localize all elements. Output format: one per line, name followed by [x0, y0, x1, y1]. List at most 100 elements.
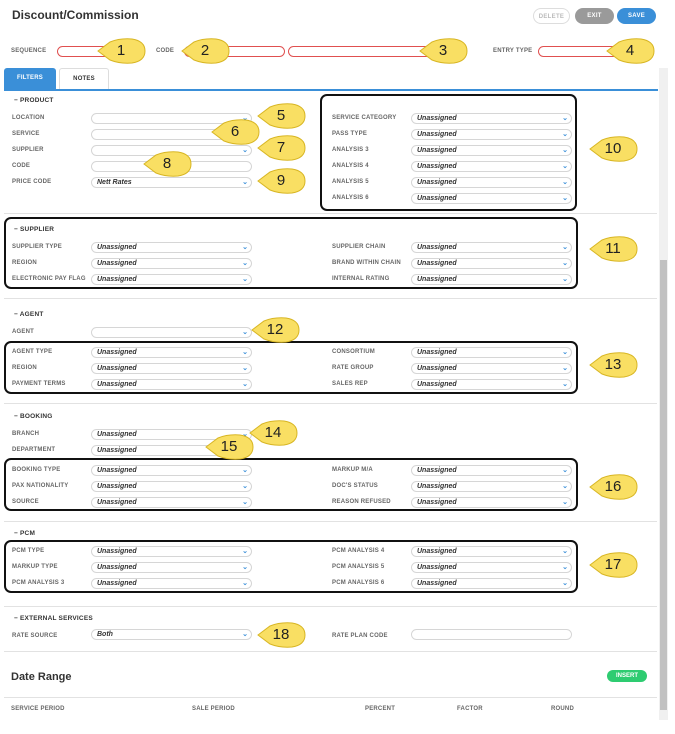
callout-marker-6: 6 — [210, 119, 260, 145]
markup-type-select[interactable]: Unassigned⌄ — [91, 562, 252, 573]
callout-marker-2: 2 — [180, 38, 230, 64]
service-category-select[interactable]: Unassigned⌄ — [411, 113, 572, 124]
payment-terms-select[interactable]: Unassigned⌄ — [91, 379, 252, 390]
agent-region-select[interactable]: Unassigned⌄ — [91, 363, 252, 374]
sale-period-header: SALE PERIOD — [192, 706, 235, 712]
analysis-6-select[interactable]: Unassigned⌄ — [411, 193, 572, 204]
reason-refused-select[interactable]: Unassigned⌄ — [411, 497, 572, 508]
chevron-down-icon: ⌄ — [562, 195, 568, 202]
tab-underline — [4, 89, 658, 91]
rate-group-select[interactable]: Unassigned⌄ — [411, 363, 572, 374]
delete-button[interactable]: DELETE — [533, 8, 570, 24]
chevron-down-icon: ⌄ — [562, 163, 568, 170]
insert-button[interactable]: INSERT — [607, 670, 647, 682]
rate-source-label: RATE SOURCE — [12, 633, 58, 639]
chevron-down-icon: ⌄ — [562, 548, 568, 555]
chevron-down-icon: ⌄ — [562, 564, 568, 571]
department-label: DEPARTMENT — [12, 447, 56, 453]
callout-box-13 — [4, 341, 578, 394]
chevron-down-icon: ⌄ — [242, 431, 248, 438]
markup-ma-select[interactable]: Unassigned⌄ — [411, 465, 572, 476]
chevron-down-icon: ⌄ — [562, 499, 568, 506]
chevron-down-icon: ⌄ — [242, 349, 248, 356]
tab-filters[interactable]: FILTERS — [4, 68, 56, 89]
service-category-label: SERVICE CATEGORY — [332, 115, 397, 121]
internal-rating-label: INTERNAL RATING — [332, 276, 390, 282]
pcm-analysis-4-select[interactable]: Unassigned⌄ — [411, 546, 572, 557]
date-range-title: Date Range — [11, 671, 72, 683]
consortium-select[interactable]: Unassigned⌄ — [411, 347, 572, 358]
price-code-select[interactable]: Nett Rates⌄ — [91, 177, 252, 188]
agent-type-select[interactable]: Unassigned⌄ — [91, 347, 252, 358]
pcm-analysis-6-select[interactable]: Unassigned⌄ — [411, 578, 572, 589]
scrollbar-thumb[interactable] — [660, 260, 667, 710]
callout-marker-17: 17 — [588, 552, 638, 578]
product-code-label: CODE — [12, 163, 31, 169]
chevron-down-icon: ⌄ — [562, 260, 568, 267]
rate-source-select[interactable]: Both⌄ — [91, 629, 252, 640]
analysis-4-label: ANALYSIS 4 — [332, 163, 369, 169]
callout-box-10 — [320, 94, 577, 211]
location-label: LOCATION — [12, 115, 45, 121]
analysis-5-select[interactable]: Unassigned⌄ — [411, 177, 572, 188]
chevron-down-icon: ⌄ — [242, 115, 248, 122]
location-select[interactable]: ⌄ — [91, 113, 252, 124]
service-period-header: SERVICE PERIOD — [11, 706, 65, 712]
pass-type-select[interactable]: Unassigned⌄ — [411, 129, 572, 140]
date-range-divider — [4, 697, 657, 698]
callout-marker-13: 13 — [588, 352, 638, 378]
collapse-icon: − — [14, 530, 18, 537]
pcm-section-title[interactable]: − PCM — [14, 530, 36, 537]
markup-type-label: MARKUP TYPE — [12, 564, 58, 570]
analysis-3-select[interactable]: Unassigned⌄ — [411, 145, 572, 156]
section-divider — [4, 606, 657, 607]
pcm-analysis-3-select[interactable]: Unassigned⌄ — [91, 578, 252, 589]
source-select[interactable]: Unassigned⌄ — [91, 497, 252, 508]
analysis-3-label: ANALYSIS 3 — [332, 147, 369, 153]
supplier-region-select[interactable]: Unassigned⌄ — [91, 258, 252, 269]
supplier-chain-label: SUPPLIER CHAIN — [332, 244, 386, 250]
percent-header: PERCENT — [365, 706, 396, 712]
agent-section-title[interactable]: − AGENT — [14, 311, 44, 318]
booking-type-select[interactable]: Unassigned⌄ — [91, 465, 252, 476]
pcm-analysis-5-select[interactable]: Unassigned⌄ — [411, 562, 572, 573]
pax-nationality-select[interactable]: Unassigned⌄ — [91, 481, 252, 492]
exit-button[interactable]: EXIT — [575, 8, 614, 24]
section-divider — [4, 521, 657, 522]
sales-rep-select[interactable]: Unassigned⌄ — [411, 379, 572, 390]
callout-box-17 — [4, 540, 578, 593]
callout-box-16 — [4, 458, 578, 511]
analysis-6-label: ANALYSIS 6 — [332, 195, 369, 201]
collapse-icon: − — [14, 413, 18, 420]
supplier-chain-select[interactable]: Unassigned⌄ — [411, 242, 572, 253]
docs-status-label: DOC'S STATUS — [332, 483, 378, 489]
docs-status-select[interactable]: Unassigned⌄ — [411, 481, 572, 492]
pcm-analysis-5-label: PCM ANALYSIS 5 — [332, 564, 385, 570]
consortium-label: CONSORTIUM — [332, 349, 375, 355]
product-section-title[interactable]: − PRODUCT — [14, 97, 54, 104]
pass-type-label: PASS TYPE — [332, 131, 368, 137]
chevron-down-icon: ⌄ — [242, 260, 248, 267]
electronic-pay-flag-select[interactable]: Unassigned⌄ — [91, 274, 252, 285]
external-services-section-title[interactable]: − EXTERNAL SERVICES — [14, 615, 93, 622]
markup-ma-label: MARKUP M/A — [332, 467, 373, 473]
collapse-icon: − — [14, 615, 18, 622]
analysis-4-select[interactable]: Unassigned⌄ — [411, 161, 572, 172]
tab-notes[interactable]: NOTES — [59, 68, 109, 89]
agent-select[interactable]: ⌄ — [91, 327, 252, 338]
internal-rating-select[interactable]: Unassigned⌄ — [411, 274, 572, 285]
brand-within-chain-select[interactable]: Unassigned⌄ — [411, 258, 572, 269]
booking-section-title[interactable]: − BOOKING — [14, 413, 53, 420]
chevron-down-icon: ⌄ — [562, 365, 568, 372]
supplier-section-title[interactable]: − SUPPLIER — [14, 226, 55, 233]
pcm-type-select[interactable]: Unassigned⌄ — [91, 546, 252, 557]
supplier-type-select[interactable]: Unassigned⌄ — [91, 242, 252, 253]
chevron-down-icon: ⌄ — [562, 580, 568, 587]
agent-region-label: REGION — [12, 365, 37, 371]
chevron-down-icon: ⌄ — [562, 276, 568, 283]
rate-plan-code-input[interactable] — [411, 629, 572, 640]
save-button[interactable]: SAVE — [617, 8, 656, 24]
rate-plan-code-label: RATE PLAN CODE — [332, 633, 388, 639]
chevron-down-icon: ⌄ — [242, 179, 248, 186]
callout-marker-7: 7 — [256, 135, 306, 161]
